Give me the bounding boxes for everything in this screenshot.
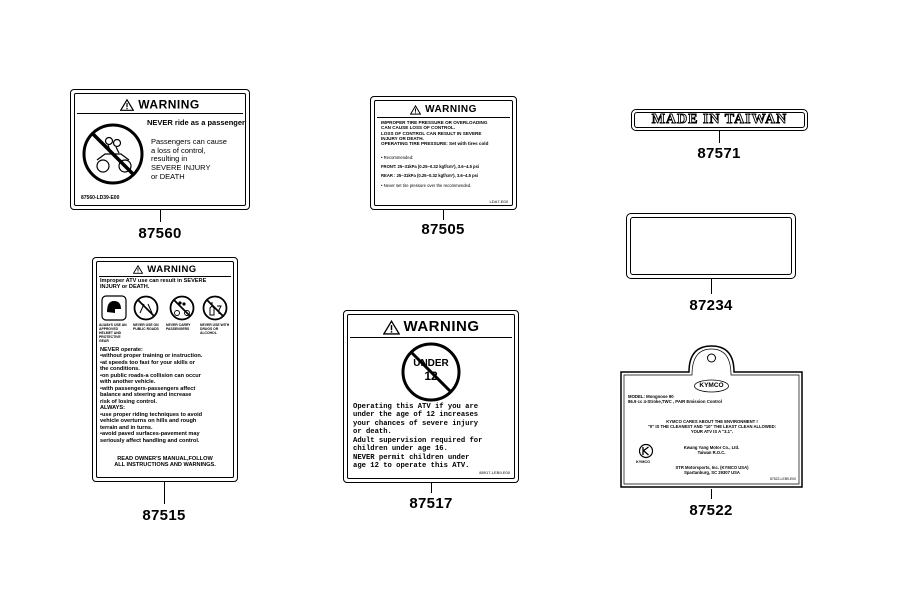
label-87522	[620, 345, 803, 488]
code-text: 87522-LEB9-E00	[770, 477, 797, 481]
body-text: IMPROPER TIRE PRESSURE OR OVERLOADING CA…	[381, 120, 489, 147]
brand-text: KYMCO	[699, 382, 724, 389]
part-number-87560: 87560	[138, 225, 182, 242]
warning-text: WARNING	[147, 264, 197, 275]
maker-text: Kwang Yang Motor Co., Ltd. Taiwan R.O.C.	[683, 445, 740, 455]
never-text: • Never set tire pressure over the recom…	[381, 183, 472, 188]
label-87234-inner-border	[630, 217, 792, 275]
icon-caption-1: ALWAYS USE AN APPROVED HELMET AND PROTEC…	[99, 323, 127, 343]
body-text: Operating this ATV if you are under the …	[353, 403, 483, 471]
cares-text: KYMCO CARES ABOUT THE ENVIRONMENT ! "0" …	[647, 419, 777, 434]
part-number-87571: 87571	[697, 145, 741, 162]
label-87522-inner-border	[623, 348, 800, 485]
body-text: Passengers can cause a loss of control, …	[151, 137, 227, 181]
label-87517: WARNING UNDER 12 Operating this ATV if y…	[343, 310, 519, 483]
warning-text: WARNING	[403, 318, 480, 336]
leader-line-87571	[719, 131, 720, 143]
helmet-icon	[101, 295, 127, 321]
label-87515-inner-border	[96, 261, 234, 478]
leader-line-87522	[711, 489, 712, 499]
warning-banner: WARNING	[350, 317, 512, 338]
icon-caption-4: NEVER USE WITH DRUGS OR ALCOHOL	[200, 323, 230, 335]
kymco-logo-oval	[694, 379, 729, 393]
label-87560-inner-border	[74, 93, 246, 206]
warning-triangle-icon	[410, 105, 422, 115]
kymco-k-logo-icon	[638, 443, 654, 459]
label-87522-outline	[620, 345, 803, 488]
warning-triangle-icon	[382, 319, 400, 335]
dealer-text: STR Motorsports, Inc. (KYMCO USA) Sparta…	[675, 465, 749, 475]
part-number-87517: 87517	[409, 495, 453, 512]
code-text: 87560-LD39-E00	[81, 195, 120, 201]
warning-banner: WARNING	[99, 263, 231, 277]
leader-line-87517	[431, 483, 432, 493]
leader-line-87560	[160, 210, 161, 222]
warning-text: WARNING	[138, 97, 200, 112]
code-text: LDA7-E00	[489, 199, 508, 204]
no-road-icon	[133, 295, 159, 321]
front-pressure-text: FRONT: 25~31kPa (0.25~0.32 kgf/cm²), 3.6…	[381, 164, 480, 169]
part-number-87505: 87505	[421, 221, 465, 238]
warning-triangle-icon	[120, 98, 135, 111]
label-87515: WARNING Improper ATV use can result in S…	[92, 257, 238, 482]
icon-caption-3: NEVER CARRY PASSENGERS	[166, 323, 191, 331]
rear-pressure-text: REAR : 25~31kPa (0.25~0.32 kgf/cm²), 3.6…	[381, 173, 479, 178]
warning-text: WARNING	[425, 104, 477, 115]
under-text: UNDER	[413, 358, 449, 369]
no-passenger-icon	[169, 295, 195, 321]
leader-line-87234	[711, 279, 712, 294]
leader-line-87505	[443, 210, 444, 220]
label-87505: WARNING IMPROPER TIRE PRESSURE OR OVERLO…	[370, 96, 517, 210]
no-passenger-icon	[82, 123, 144, 185]
part-number-87515: 87515	[142, 507, 186, 524]
label-87560: WARNING NEVER ride as a passenger Passen…	[70, 89, 250, 210]
leader-line-87515	[164, 482, 165, 504]
label-87505-inner-border	[374, 100, 513, 206]
label-87571: MADE IN TAIWAN	[631, 109, 808, 131]
label-87571-inner-border	[634, 112, 805, 128]
no-alcohol-icon	[202, 295, 228, 321]
part-number-87234: 87234	[689, 297, 733, 314]
model-text: MODEL: Mongoose 90 86.9 cc 4-Stroke,TWC …	[628, 394, 722, 404]
headline-text: NEVER ride as a passenger	[147, 118, 245, 127]
recommended-text: • Recommended:	[381, 155, 414, 160]
warning-triangle-icon	[133, 265, 144, 274]
code-text: 88917-LEB9-E00	[479, 470, 510, 475]
icon-caption-2: NEVER USE ON PUBLIC ROADS	[133, 323, 159, 331]
warning-banner: WARNING	[377, 103, 510, 118]
no-under-12-icon	[401, 342, 461, 402]
intro-text: Improper ATV use can result in SEVERE IN…	[100, 278, 207, 291]
mounting-hole	[707, 353, 716, 363]
body-text: NEVER operate: •without proper training …	[100, 347, 203, 444]
age-text: 12	[424, 369, 438, 383]
made-in-taiwan-text: MADE IN TAIWAN	[651, 112, 788, 128]
label-87234	[626, 213, 796, 279]
warning-banner: WARNING	[77, 96, 243, 114]
logo-word-text: KYMCO	[636, 460, 651, 464]
part-number-87522: 87522	[689, 502, 733, 519]
footer-text: READ OWNER'S MANUAL,FOLLOW ALL INSTRUCTI…	[114, 456, 216, 469]
label-87517-inner-border	[347, 314, 515, 479]
